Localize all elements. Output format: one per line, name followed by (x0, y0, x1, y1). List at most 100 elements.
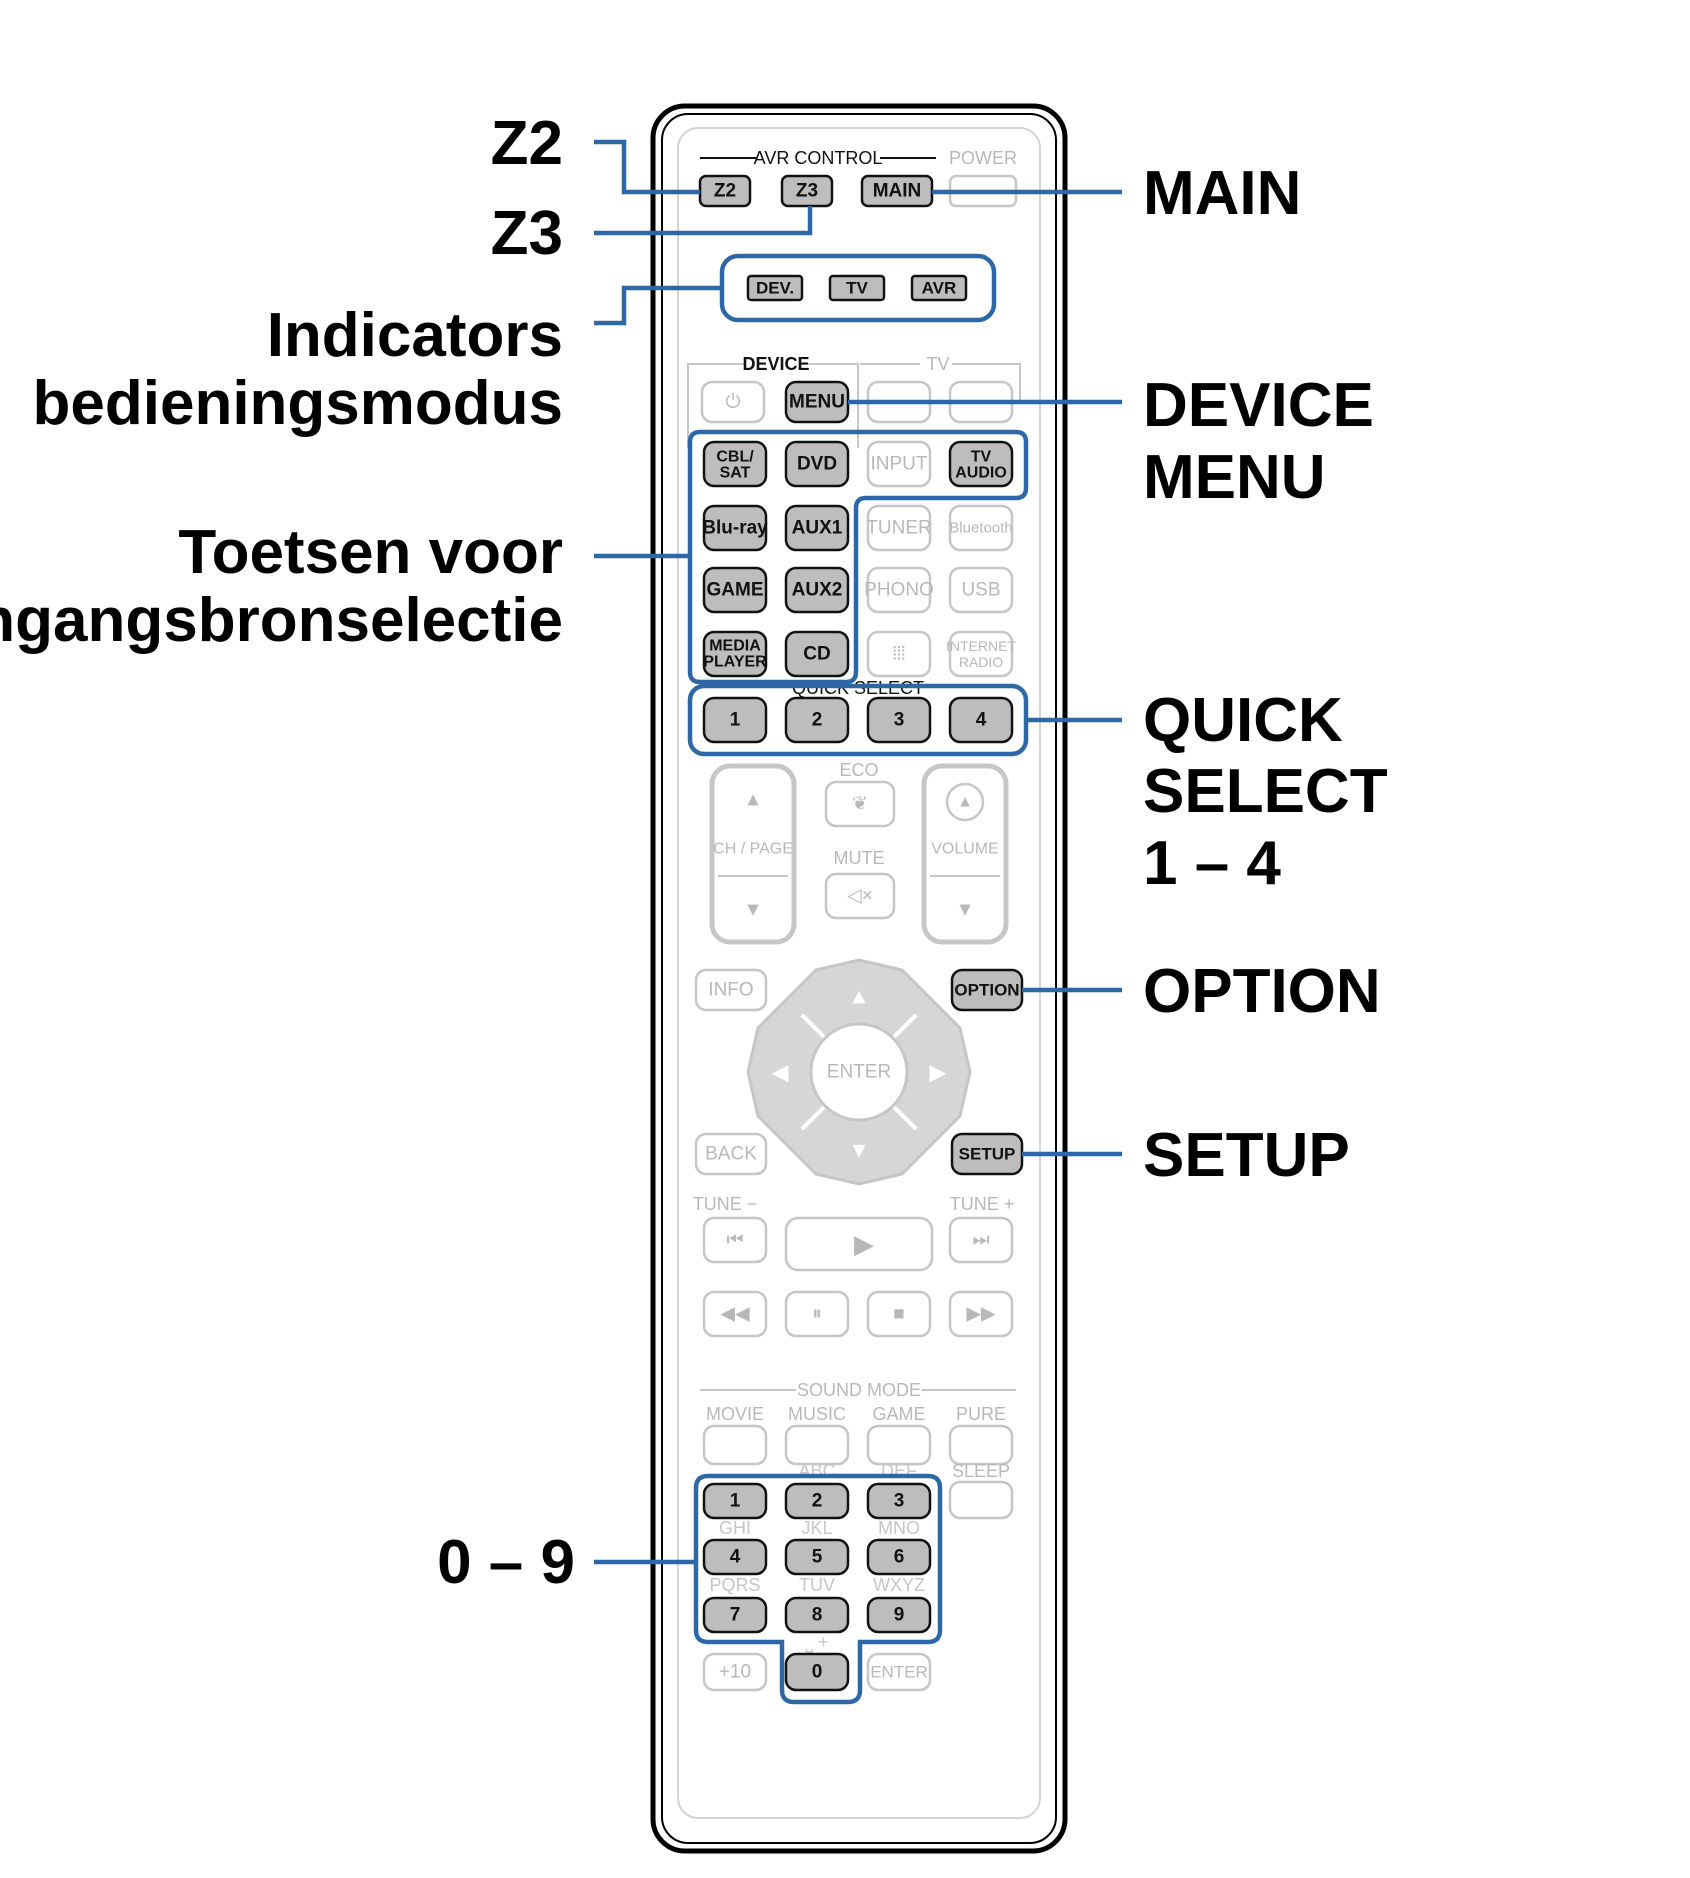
source-tuner-button[interactable]: TUNER (866, 504, 932, 552)
skip-forward-button[interactable]: ⏭ (948, 1216, 1014, 1264)
number-9-button[interactable]: 9 (866, 1596, 932, 1634)
pure-button[interactable] (948, 1424, 1014, 1466)
pause-button[interactable]: ⏸ (784, 1290, 850, 1338)
svg-text:INFO: INFO (708, 980, 753, 1001)
play-button[interactable]: ▶ (784, 1216, 934, 1272)
source-dvd-button[interactable]: DVD (784, 440, 850, 488)
z2-button[interactable]: Z2 (698, 174, 752, 208)
z3-button[interactable]: Z3 (780, 174, 834, 208)
source-usb-button[interactable]: USB (948, 566, 1014, 614)
quick-select-4-button[interactable]: 4 (948, 696, 1014, 744)
enter-small-button[interactable]: ENTER (866, 1652, 932, 1692)
svg-text:DEV.: DEV. (756, 279, 794, 298)
source-heos-button[interactable]: ⦙⦙⦙ (866, 630, 932, 678)
letters-jkl: JKL (801, 1518, 832, 1538)
source-bluetooth-button[interactable]: Bluetooth (948, 504, 1014, 552)
svg-text:3: 3 (894, 1491, 905, 1512)
enter-button[interactable]: ENTER (809, 1022, 909, 1122)
skip-back-button[interactable]: ⏮ (702, 1216, 768, 1264)
number-5-button[interactable]: 5 (784, 1538, 850, 1576)
svg-text:TV: TV (846, 279, 868, 298)
svg-text:AUX1: AUX1 (792, 518, 843, 539)
info-button[interactable]: INFO (694, 968, 768, 1012)
ch-page-rocker[interactable]: ▲ CH / PAGE ▼ (709, 763, 797, 945)
source-phono-button[interactable]: PHONO (864, 566, 934, 614)
svg-text:SAT: SAT (720, 465, 751, 482)
svg-text:AVR: AVR (922, 279, 957, 298)
quick-select-3-button[interactable]: 3 (866, 696, 932, 744)
number-1-button[interactable]: 1 (702, 1482, 768, 1520)
rewind-button[interactable]: ◀◀ (702, 1290, 768, 1338)
source-cbl-sat-button[interactable]: CBL/SAT (702, 440, 768, 488)
number-0-button[interactable]: 0 (784, 1652, 850, 1692)
eco-button[interactable]: ❦ (824, 780, 896, 828)
svg-text:CH / PAGE: CH / PAGE (713, 841, 793, 858)
game-mode-label: GAME (872, 1404, 925, 1424)
callout-zero-nine: 0 – 9 (437, 1528, 575, 1597)
callout-indicators-line2: bedieningsmodus (33, 369, 563, 438)
svg-text:Z3: Z3 (796, 181, 818, 202)
number-7-button[interactable]: 7 (702, 1596, 768, 1634)
svg-text:4: 4 (730, 1547, 741, 1568)
pure-label: PURE (956, 1404, 1006, 1424)
movie-button[interactable] (702, 1424, 768, 1466)
main-button[interactable]: MAIN (860, 174, 934, 208)
music-button[interactable] (784, 1424, 850, 1466)
setup-button[interactable]: SETUP (950, 1132, 1024, 1176)
letters-mno: MNO (878, 1518, 920, 1538)
option-button[interactable]: OPTION (950, 968, 1024, 1012)
callout-device-menu-line2: MENU (1143, 443, 1326, 512)
svg-text:Z2: Z2 (714, 181, 736, 202)
game-mode-button[interactable] (866, 1424, 932, 1466)
source-bluray-button[interactable]: Blu-ray (702, 504, 768, 552)
back-button[interactable]: BACK (694, 1132, 768, 1176)
svg-text:MAIN: MAIN (873, 181, 922, 202)
number-4-button[interactable]: 4 (702, 1538, 768, 1576)
source-game-button[interactable]: GAME (702, 566, 768, 614)
stop-button[interactable]: ■ (866, 1290, 932, 1338)
number-6-button[interactable]: 6 (866, 1538, 932, 1576)
device-power-button[interactable]: ⏻ (700, 380, 766, 424)
svg-text:RADIO: RADIO (959, 654, 1003, 670)
music-label: MUSIC (788, 1404, 846, 1424)
input-button[interactable]: INPUT (866, 440, 932, 488)
number-3-button[interactable]: 3 (866, 1482, 932, 1520)
mute-icon: ◁× (847, 886, 873, 907)
svg-text:7: 7 (730, 1605, 741, 1626)
callout-quick-select-line1: QUICK (1143, 686, 1343, 755)
svg-text:CBL/: CBL/ (716, 449, 754, 466)
power-icon: ⏻ (725, 392, 740, 413)
remote-body-inner (661, 113, 1057, 1844)
indicator-avr: AVR (910, 274, 968, 302)
callout-setup: SETUP (1143, 1121, 1350, 1190)
svg-text:8: 8 (812, 1605, 823, 1626)
volume-rocker[interactable]: ▲ VOLUME ▼ (921, 763, 1009, 945)
source-cd-button[interactable]: CD (784, 630, 850, 678)
menu-button[interactable]: MENU (784, 380, 850, 424)
nav-down-icon: ▼ (848, 1138, 870, 1163)
callout-source-keys-line1: Toetsen voor (178, 518, 563, 587)
device-label: DEVICE (742, 354, 809, 374)
source-aux2-button[interactable]: AUX2 (784, 566, 850, 614)
svg-text:VOLUME: VOLUME (931, 841, 999, 858)
number-8-button[interactable]: 8 (784, 1596, 850, 1634)
plus10-button[interactable]: +10 (702, 1652, 768, 1692)
svg-text:PHONO: PHONO (864, 580, 934, 601)
fast-forward-button[interactable]: ▶▶ (948, 1290, 1014, 1338)
leaf-icon: ❦ (852, 794, 868, 815)
mute-button[interactable]: ◁× (824, 872, 896, 920)
number-pad-highlight (693, 1473, 943, 1705)
svg-text:2: 2 (812, 1491, 823, 1512)
source-aux1-button[interactable]: AUX1 (784, 504, 850, 552)
callout-z2: Z2 (491, 109, 563, 178)
quick-select-1-button[interactable]: 1 (702, 696, 768, 744)
callout-option: OPTION (1143, 957, 1381, 1026)
stop-icon: ■ (893, 1304, 904, 1325)
sleep-button[interactable] (948, 1480, 1014, 1520)
number-2-button[interactable]: 2 (784, 1482, 850, 1520)
quick-select-2-button[interactable]: 2 (784, 696, 850, 744)
remote-face (677, 127, 1041, 1819)
